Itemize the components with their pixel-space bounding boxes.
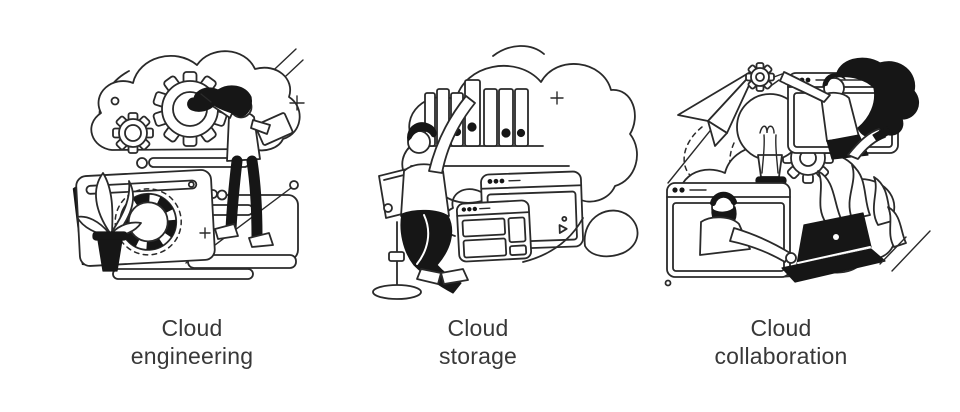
woman-in-window [771,57,919,160]
tablet [254,112,294,146]
dot-accent [664,279,672,287]
caption-line: Cloud [750,315,812,341]
caption-line: engineering [130,343,254,369]
cloud-echo-line [492,45,545,57]
caption-cloud-collaboration: Cloud collaboration [681,314,881,370]
stylus [200,93,212,103]
dot-accent [383,203,393,213]
shoe [872,126,892,142]
hair [407,122,437,142]
laptop [781,212,886,283]
cloud-blob [583,209,639,258]
potted-plant [76,172,142,272]
browser-window-layout [455,199,533,263]
accent-lines [879,230,931,272]
paper-plane-icon [677,67,758,147]
dot-accent [110,96,120,106]
stool [372,221,422,300]
caption-line: Cloud [447,315,509,341]
sparkle-icon [289,95,305,111]
small-gear-icon [112,112,154,154]
dashed-trail [683,126,703,202]
base-bar [112,268,254,280]
sparkle-icon [550,91,564,105]
woman-with-tablet [187,85,294,248]
cloud-collaboration-illustration [664,57,931,287]
dot-accent [289,180,299,190]
hair [835,57,919,139]
plant-leaves [817,164,907,248]
man-reaching [378,95,476,294]
man-in-window [699,191,791,263]
caption-cloud-storage: Cloud storage [378,314,578,370]
progress-ring [114,188,182,256]
caption-line: collaboration [714,343,848,369]
caption-cloud-engineering: Cloud engineering [92,314,292,370]
dashboard-panel [72,169,216,267]
swoosh-line [522,217,584,263]
sparkle-icon [199,227,211,239]
caption-line: Cloud [161,315,223,341]
cloud-storage-illustration [372,45,639,300]
hair [187,85,252,118]
cloud-engineering-illustration [72,48,305,280]
small-gear-icon [745,62,775,92]
caption-line: storage [438,343,518,369]
hand [785,252,797,264]
